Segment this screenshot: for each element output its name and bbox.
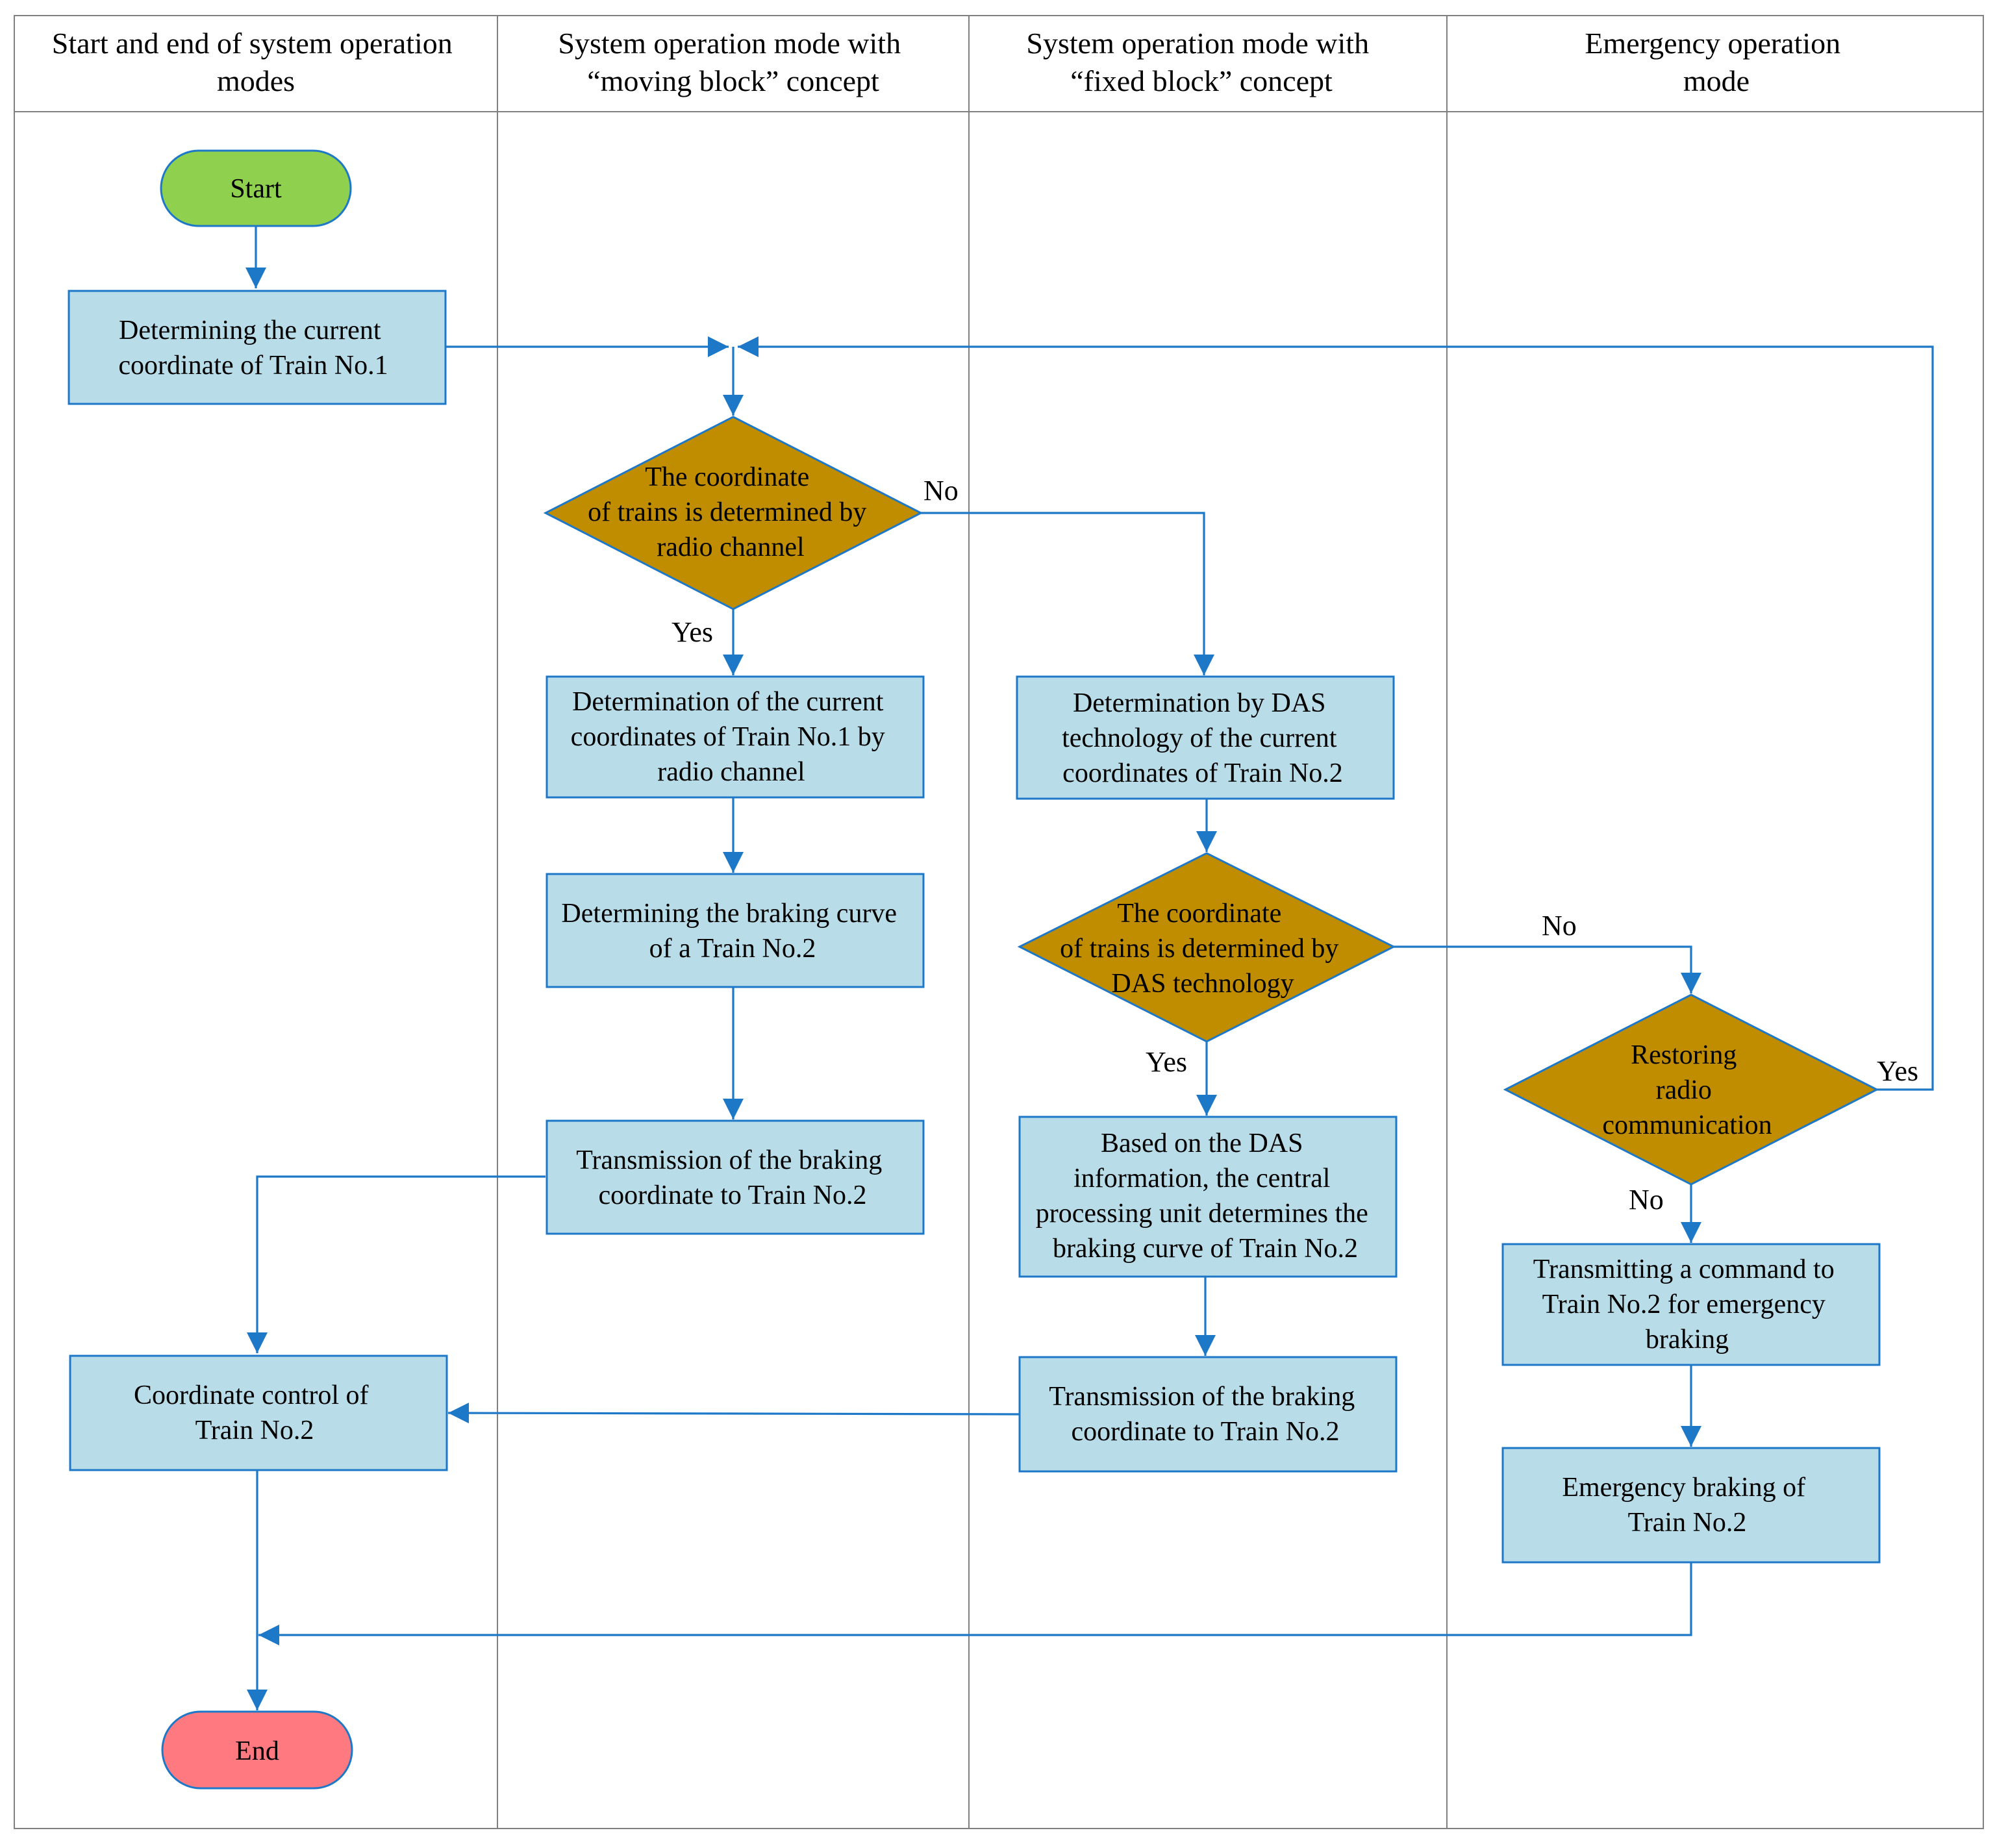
radio-train1-coordinates-box: Determination of the current coordinates… — [546, 675, 925, 799]
node-label: Transmitting a command to Train No.2 for… — [1533, 1255, 1841, 1355]
radio-channel-decision: The coordinate of trains is determined b… — [543, 416, 923, 610]
edge-label-radio-yes: Yes — [671, 616, 713, 648]
edge-label-restore-no: No — [1629, 1184, 1664, 1216]
node-label: Determination of the current coordinates… — [571, 687, 892, 787]
determine-train1-coordinate-box: Determining the current coordinate of Tr… — [68, 290, 447, 405]
node-label: The coordinate of trains is determined b… — [588, 462, 873, 562]
end-terminator: End — [161, 1710, 353, 1790]
edge-radio-decision-no — [921, 512, 1214, 675]
lane-header-line: System operation mode with — [1026, 27, 1369, 60]
lane-header-moving-block: System operation mode with “moving block… — [558, 27, 908, 97]
edge-label-restore-yes: Yes — [1877, 1055, 1918, 1087]
emergency-command-box: Transmitting a command to Train No.2 for… — [1501, 1243, 1881, 1366]
edge-emergency-braking-to-end — [258, 1562, 1692, 1645]
edge-moving-transmission-to-coordinate-control — [247, 1175, 546, 1353]
lane-header-start-end: Start and end of system operation modes — [52, 27, 460, 97]
lane-outer-border — [14, 15, 1984, 1829]
lane-header-line: mode — [1683, 64, 1750, 97]
lane-header-line: modes — [217, 64, 295, 97]
lane-header-line: System operation mode with — [558, 27, 901, 60]
node-label: The coordinate of trains is determined b… — [1060, 899, 1346, 999]
node-label: End — [235, 1736, 279, 1766]
braking-curve-box: Determining the braking curve of a Train… — [546, 873, 925, 988]
lane-header-line: Start and end of system operation — [52, 27, 453, 60]
cpu-braking-curve-box: Based on the DAS information, the centra… — [1018, 1116, 1398, 1278]
node-label: Transmission of the braking coordinate t… — [1049, 1382, 1361, 1447]
das-technology-decision: The coordinate of trains is determined b… — [1017, 852, 1396, 1043]
fixed-block-transmission-box: Transmission of the braking coordinate t… — [1018, 1356, 1398, 1473]
node-label: Transmission of the braking coordinate t… — [576, 1145, 888, 1210]
node-label: Restoring radio communication — [1602, 1040, 1772, 1140]
edge-label-das-no: No — [1542, 910, 1577, 942]
moving-block-transmission-box: Transmission of the braking coordinate t… — [546, 1119, 925, 1235]
edge-label-das-yes: Yes — [1146, 1046, 1187, 1078]
lane-headers: Start and end of system operation modes … — [52, 27, 1848, 97]
node-label: Determining the current coordinate of Tr… — [118, 316, 388, 381]
restore-radio-decision: Restoring radio communication — [1503, 993, 1879, 1186]
lane-header-line: Emergency operation — [1585, 27, 1840, 60]
node-label: Based on the DAS information, the centra… — [1036, 1129, 1375, 1264]
node-label: Determining the braking curve of a Train… — [561, 899, 903, 964]
nodes: Start Determining the current coordinate… — [68, 149, 1881, 1790]
start-terminator: Start — [160, 149, 352, 227]
lane-header-emergency: Emergency operation mode — [1585, 27, 1848, 97]
lane-header-line: “moving block” concept — [587, 64, 879, 97]
node-label: Determination by DAS technology of the c… — [1062, 688, 1344, 788]
edge-restore-decision-yes — [738, 336, 1934, 1091]
edges — [245, 226, 1934, 1710]
edge-fixed-transmission-to-coordinate-control — [447, 1403, 1020, 1424]
lane-header-fixed-block: System operation mode with “fixed block”… — [1026, 27, 1376, 97]
edge-labels: Yes No Yes No Yes No — [671, 475, 1918, 1216]
edge-label-radio-no: No — [923, 475, 959, 506]
node-label: Start — [230, 174, 282, 204]
das-train2-coordinates-box: Determination by DAS technology of the c… — [1016, 675, 1395, 800]
lane-header-line: “fixed block” concept — [1070, 64, 1333, 97]
coordinate-control-box: Coordinate control of Train No.2 — [69, 1355, 448, 1471]
swimlane-frame — [14, 15, 1984, 1829]
node-label: Emergency braking of Train No.2 — [1562, 1473, 1812, 1538]
node-label: Coordinate control of Train No.2 — [134, 1380, 375, 1445]
emergency-braking-box: Emergency braking of Train No.2 — [1501, 1447, 1881, 1564]
edge-das-decision-no — [1394, 945, 1701, 993]
